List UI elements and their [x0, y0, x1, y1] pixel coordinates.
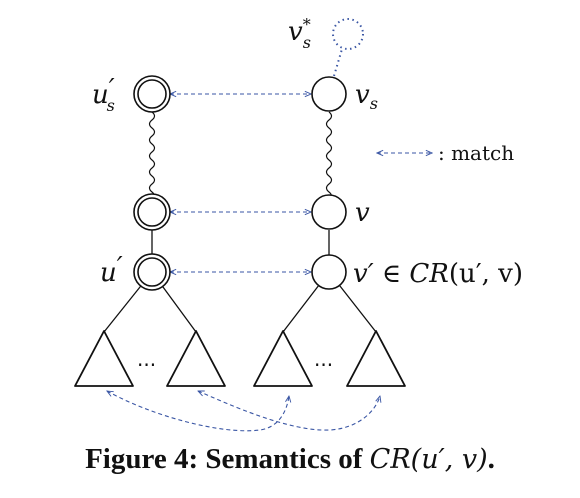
label-vs-star: v*s — [288, 15, 311, 52]
caption-suffix: . — [487, 443, 495, 475]
ellipsis-right: ··· — [314, 353, 333, 377]
figure-caption: Figure 4: Semantics of CR(u′, v). — [0, 443, 580, 476]
match-curve-outer — [107, 391, 289, 432]
subtree-uprime-left — [74, 330, 134, 387]
subtree-uprime-right — [166, 330, 226, 387]
subtree-vprime-right — [346, 330, 406, 387]
node-left-middle — [133, 193, 171, 231]
node-u-prime — [133, 253, 171, 291]
edge-vs-to-ghost — [333, 48, 343, 77]
caption-prefix: Figure 4: Semantics of — [85, 443, 370, 475]
caption-math: CR(u′, v) — [369, 444, 488, 475]
label-us-prime: u′s — [92, 74, 115, 115]
match-curve-inner — [198, 390, 380, 431]
label-v: v — [355, 198, 370, 228]
label-u-prime: u′ — [100, 252, 123, 288]
node-us-prime — [133, 75, 171, 113]
legend-match-label: : match — [438, 141, 514, 165]
ghost-node-vs-star — [332, 18, 364, 50]
subtree-vprime-left — [253, 330, 313, 387]
label-vs: vs — [355, 80, 378, 113]
node-vs — [311, 76, 347, 112]
ellipsis-left: ··· — [137, 353, 156, 377]
node-v-prime — [311, 254, 347, 290]
label-vprime-in-cr: v′ ∈ CR(u′, v) — [353, 259, 523, 289]
node-v — [311, 194, 347, 230]
